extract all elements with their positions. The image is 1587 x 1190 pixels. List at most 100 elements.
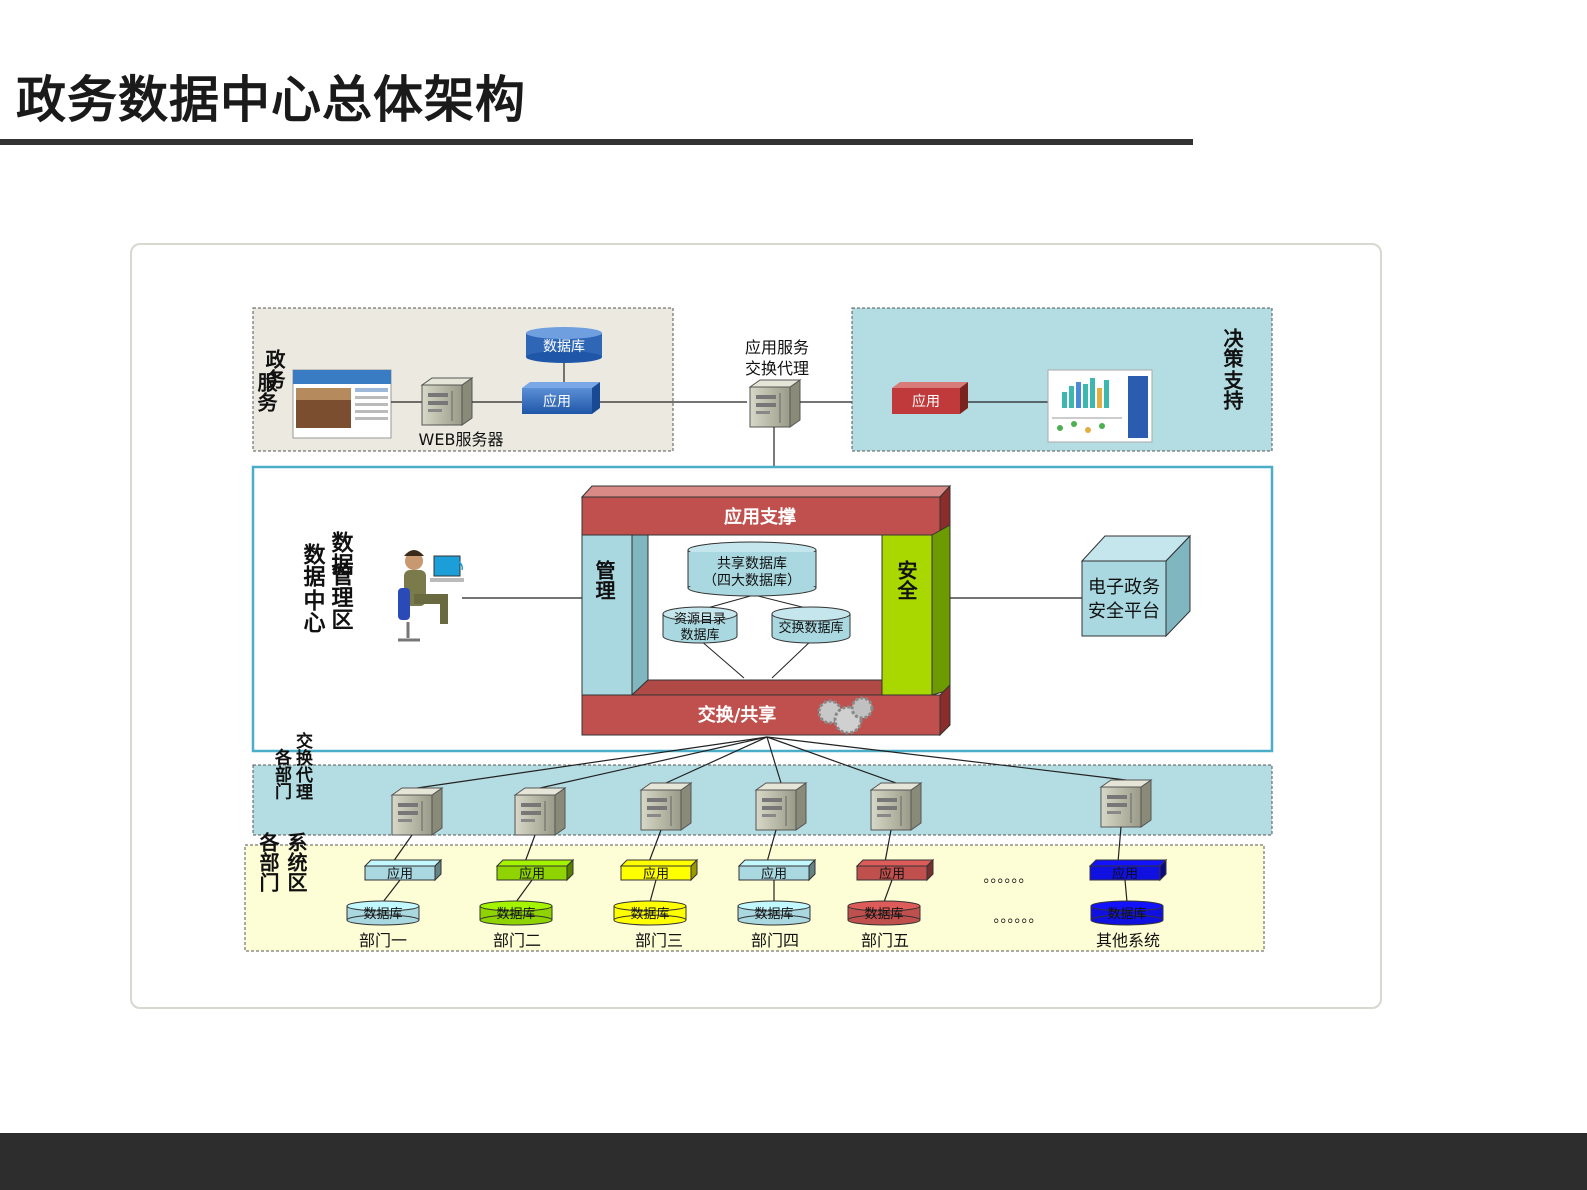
web-server-icon — [421, 377, 473, 426]
hub-to-proxy-line — [766, 736, 1127, 781]
page-title: 政务数据中心总体架构 — [16, 71, 526, 129]
catalog-db-label-line1: 资源目录 — [674, 612, 726, 627]
departments-layer: 应用数据库部门一应用数据库部门二应用数据库部门三应用数据库部门四应用数据库部门五… — [346, 736, 1168, 950]
dept-db-top — [346, 900, 420, 912]
app-to-db-line — [515, 879, 533, 903]
dept-app-box-top — [737, 859, 817, 867]
dept-systems-label-col1: 各部门 — [256, 831, 280, 892]
dept-app-box-top — [619, 859, 699, 867]
dept-app-box-top — [495, 859, 575, 867]
dept-name-label: 部门四 — [751, 931, 799, 950]
security-platform-box — [1080, 534, 1192, 638]
dept-db-label: 数据库 — [496, 906, 535, 922]
data-mgmt-zone-label-line1: 数据 — [328, 530, 354, 576]
hub-bottom-label: 交换/共享 — [698, 704, 777, 726]
gears-icon — [817, 696, 874, 735]
gov-app-label: 应用 — [543, 393, 571, 410]
dept-app-box-top — [1088, 859, 1168, 867]
security-platform-label-line1: 电子政务 — [1088, 577, 1160, 598]
dept-app-label: 应用 — [879, 866, 905, 882]
hub-to-proxy-line — [539, 736, 768, 789]
dept-proxy-server-icon — [1100, 779, 1152, 828]
hub-to-proxy-line — [766, 736, 897, 784]
dept-db-top — [479, 900, 553, 912]
dept-app-label: 应用 — [643, 866, 669, 882]
security-platform-label-line2: 安全平台 — [1088, 601, 1160, 622]
dept-ellipsis-bottom: 。。。。。。 — [994, 910, 1043, 926]
catalog-database-icon — [662, 606, 738, 644]
proxy-to-app-line — [766, 829, 777, 863]
dept-proxy-server-icon — [514, 787, 566, 836]
dept-db-top — [737, 900, 811, 912]
proxy-to-app-line — [524, 834, 536, 863]
data-center-label-line2: 中心 — [300, 589, 326, 633]
gov-app-box — [522, 382, 600, 414]
shared-db-label-line2: （四大数据库） — [703, 573, 801, 589]
gov-database-icon — [526, 327, 602, 363]
gov-database-label: 数据库 — [543, 339, 585, 355]
exchange-database-icon — [771, 606, 851, 644]
hub-to-proxy-line — [665, 736, 768, 784]
dept-name-label: 部门二 — [493, 931, 541, 950]
proxy-label-line2: 交换代理 — [745, 359, 809, 378]
footer-bar — [0, 1133, 1587, 1190]
dept-name-label: 部门三 — [635, 931, 683, 950]
proxy-to-app-line — [648, 829, 662, 863]
data-mgmt-zone-label-line2: 管理区 — [328, 563, 354, 630]
dept-app-label: 应用 — [519, 866, 545, 882]
hub-left-label: 管理 — [592, 559, 616, 600]
dept-app-label: 应用 — [387, 866, 413, 882]
dept-db-label: 数据库 — [754, 906, 793, 922]
gov-service-label-line2: 服务 — [254, 372, 278, 412]
hub-to-proxy-line — [766, 736, 782, 784]
dept-proxy-server-icon — [755, 782, 807, 831]
proxy-label-line1: 应用服务 — [745, 338, 809, 357]
dept-name-label: 部门五 — [861, 931, 909, 950]
dashboard-thumbnail-image — [1047, 369, 1153, 443]
hub-to-proxy-line — [416, 736, 768, 789]
web-server-label: WEB服务器 — [419, 430, 504, 449]
proxy-to-app-line — [884, 829, 892, 863]
app-to-db-line — [883, 879, 893, 903]
decision-label-line1: 决策 — [1220, 328, 1244, 369]
dept-app-label: 应用 — [1112, 866, 1138, 882]
hub-right-label: 安全 — [894, 559, 918, 600]
dept-db-label: 数据库 — [864, 906, 903, 922]
dept-app-box-top — [363, 859, 443, 867]
dept-proxy-server-icon — [640, 782, 692, 831]
dept-proxy-label-col2: 交换代理 — [292, 731, 314, 800]
operator-user-icon — [398, 550, 464, 642]
exchange-db-label: 交换数据库 — [778, 620, 843, 636]
hub-top-label: 应用支撑 — [724, 506, 796, 528]
dept-app-box-top — [855, 859, 935, 867]
catalog-db-label-line2: 数据库 — [680, 627, 719, 643]
dept-name-label: 部门一 — [359, 931, 407, 950]
proxy-to-app-line — [1117, 826, 1122, 863]
proxy-server-icon — [749, 379, 801, 428]
title-divider — [0, 139, 1193, 145]
hub-frame — [580, 484, 952, 737]
shared-database-icon — [687, 541, 817, 597]
dept-db-label: 数据库 — [1107, 906, 1146, 922]
app-to-db-line — [1124, 879, 1128, 903]
dept-db-top — [1090, 900, 1164, 912]
dept-name-label: 其他系统 — [1096, 931, 1160, 950]
dept-db-top — [613, 900, 687, 912]
proxy-to-app-line — [392, 834, 413, 863]
dept-proxy-server-icon — [870, 782, 922, 831]
decision-app-label: 应用 — [912, 393, 940, 410]
shared-db-label-line1: 共享数据库 — [717, 555, 787, 572]
dept-proxy-server-icon — [391, 787, 443, 836]
dept-app-label: 应用 — [761, 866, 787, 882]
website-thumbnail-image — [292, 369, 392, 439]
app-to-db-line — [649, 879, 657, 903]
data-center-label-line1: 数据 — [300, 542, 326, 588]
dept-db-label: 数据库 — [630, 906, 669, 922]
